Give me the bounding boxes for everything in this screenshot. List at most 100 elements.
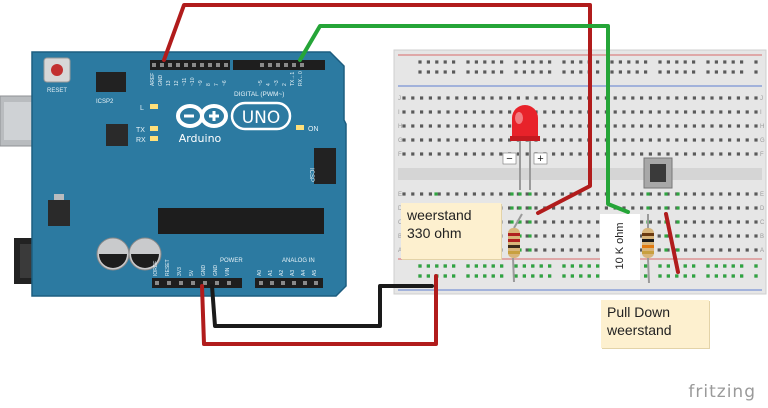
breadboard-hole-active [435,264,439,268]
breadboard-hole [736,96,740,100]
breadboard-hole [745,206,749,210]
breadboard-hole [418,70,422,74]
breadboard-hole [736,110,740,114]
breadboard-hole [560,206,564,210]
breadboard-hole [613,138,617,142]
breadboard-hole-active [443,274,447,278]
led-on [296,125,304,130]
on-label: ON [308,126,319,133]
red-wire-pin13-to-led [162,3,592,215]
breadboard-hole-active [754,264,758,268]
breadboard-hole [754,124,758,128]
breadboard-hole-active [664,248,668,252]
breadboard-hole [666,234,670,238]
pin-label: GND [213,265,219,277]
breadboard-hole [684,248,688,252]
breadboard-hole [437,138,441,142]
breadboard-hole [731,70,735,74]
breadboard-hole-active [731,274,735,278]
breadboard-hole [710,124,714,128]
breadboard-hole [491,70,495,74]
breadboard-hole [587,206,591,210]
breadboard-hole-active [452,264,456,268]
breadboard-hole [525,152,529,156]
breadboard-hole-active [579,264,583,268]
breadboard-hole [525,234,529,238]
breadboard-hole [437,192,441,196]
breadboard-hole [745,220,749,224]
breadboard-hole-active [664,206,668,210]
breadboard-hole [578,220,582,224]
breadboard-hole [552,110,556,114]
breadboard-hole [411,192,415,196]
breadboard-hole [596,152,600,156]
breadboard-hole [692,206,696,210]
breadboard-hole-active [692,264,696,268]
breadboard-hole [657,220,661,224]
breadboard-hole [719,192,723,196]
breadboard-hole [437,96,441,100]
pin-label: 12 [174,80,180,86]
breadboard-hole [543,110,547,114]
breadboard-hole [472,138,476,142]
breadboard-hole [534,220,538,224]
row-letter: G [398,138,403,144]
breadboard-hole [622,192,626,196]
breadboard-hole-active [518,206,522,210]
breadboard-hole [446,124,450,128]
breadboard-hole [426,70,430,74]
red-led [510,105,540,190]
note-pulldown-line2: weerstand [607,322,672,338]
breadboard-hole [706,60,710,64]
breadboard-hole [604,206,608,210]
breadboard-hole-active [714,264,718,268]
row-letter: B [760,234,764,240]
breadboard-hole [472,110,476,114]
breadboard-hole-active [664,234,668,238]
breadboard-hole [714,60,718,64]
header-pin [192,63,196,67]
breadboard-hole [472,124,476,128]
header-pin [268,63,272,67]
pin-label: 13 [166,80,172,86]
digital-header-left [150,60,230,70]
breadboard-hole [631,124,635,128]
breadboard-hole [640,96,644,100]
breadboard-hole [490,124,494,128]
breadboard-hole [701,110,705,114]
breadboard-hole [666,110,670,114]
breadboard-hole [627,60,631,64]
breadboard-hole [728,152,732,156]
pin-label: A5 [312,270,318,276]
breadboard-hole-active [666,274,670,278]
breadboard-hole [402,110,406,114]
breadboard-hole [426,60,430,64]
breadboard-hole-active [483,264,487,268]
breadboard-hole [631,138,635,142]
breadboard-hole [745,138,749,142]
icsp2-label: ICSP2 [96,99,114,105]
breadboard-hole-active [714,274,718,278]
breadboard-hole [666,96,670,100]
breadboard-hole [446,138,450,142]
breadboard-hole [754,220,758,224]
row-letter: A [398,248,402,254]
breadboard-hole [728,138,732,142]
breadboard-hole [622,96,626,100]
breadboard-hole [543,248,547,252]
breadboard-hole-active [570,274,574,278]
center-channel [398,168,762,180]
breadboard-hole [692,138,696,142]
breadboard-hole [402,96,406,100]
breadboard-hole [452,70,456,74]
header-pin [184,63,188,67]
breadboard-hole [455,124,459,128]
push-button[interactable] [643,157,673,189]
breadboard-hole-active [740,264,744,268]
breadboard-hole-active [500,274,504,278]
breadboard-hole-active [452,274,456,278]
breadboard-hole [464,192,468,196]
breadboard-hole [539,60,543,64]
header-pin [152,63,156,67]
breadboard-hole [534,234,538,238]
